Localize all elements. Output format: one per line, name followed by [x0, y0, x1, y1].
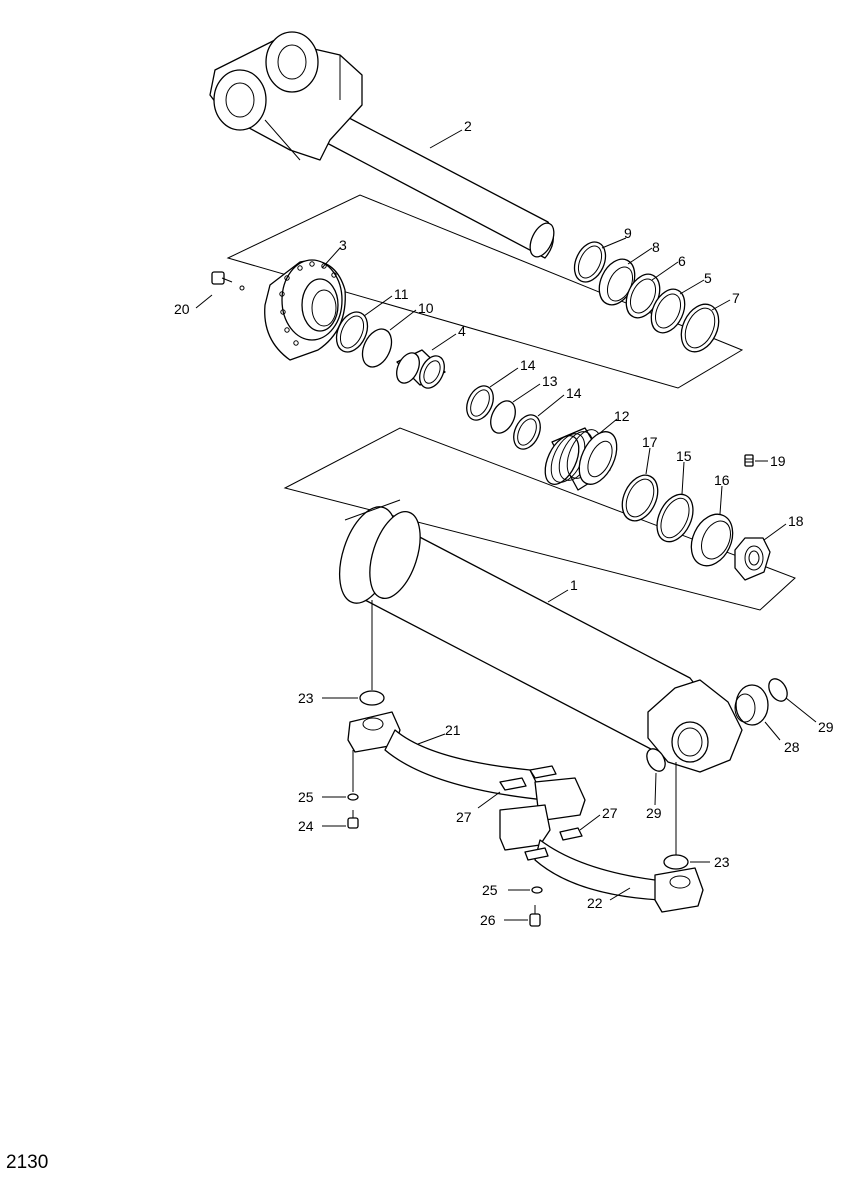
seal-part-29-left — [646, 748, 666, 772]
grease-fitting-part — [211, 271, 245, 291]
ring-part-15 — [656, 493, 694, 543]
callout-13: 13 — [542, 373, 558, 389]
cylinder-tube-part — [338, 499, 743, 773]
ring-part-7 — [680, 303, 720, 353]
callout-24: 24 — [298, 818, 314, 834]
callout-10: 10 — [418, 300, 434, 316]
ring-part-16 — [690, 513, 734, 567]
callout-6: 6 — [678, 253, 686, 269]
piston-assembly-plane — [283, 427, 796, 611]
o-ring-part-23-left — [359, 690, 385, 706]
callout-7: 7 — [732, 290, 740, 306]
piston-part-12 — [544, 427, 618, 491]
ring-part-11 — [335, 311, 369, 353]
callout-17: 17 — [642, 434, 658, 450]
callout-21: 21 — [445, 722, 461, 738]
callout-19: 19 — [770, 453, 786, 469]
page-number: 2130 — [6, 1152, 49, 1173]
leader-lines — [195, 129, 817, 921]
callout-29-a: 29 — [818, 719, 834, 735]
seal-part-29-right — [768, 678, 788, 702]
callout-18: 18 — [788, 513, 804, 529]
bushing-part-28 — [734, 684, 769, 726]
callout-29-b: 29 — [646, 805, 662, 821]
callout-23-b: 23 — [714, 854, 730, 870]
washer-part-25-a — [347, 793, 359, 801]
o-ring-part-13 — [490, 400, 516, 434]
bolt-part-26 — [529, 905, 541, 927]
bushing-part-4 — [396, 349, 446, 389]
ring-part-6 — [625, 273, 661, 319]
callout-12: 12 — [614, 408, 630, 424]
callout-20: 20 — [174, 301, 190, 317]
ring-part-14-a — [466, 385, 494, 421]
callout-27-a: 27 — [456, 809, 472, 825]
callout-22: 22 — [587, 895, 603, 911]
rod-cover-part — [264, 259, 346, 361]
bolt-part-24 — [347, 810, 359, 829]
callout-27-b: 27 — [602, 805, 618, 821]
callout-11: 11 — [394, 286, 409, 302]
callout-5: 5 — [704, 270, 712, 286]
callout-9: 9 — [624, 225, 632, 241]
o-ring-part-10 — [361, 328, 393, 368]
callout-23-a: 23 — [298, 690, 314, 706]
washer-part-25-b — [531, 886, 543, 894]
callout-14-b: 14 — [566, 385, 582, 401]
pipe-part-22 — [499, 804, 704, 913]
callout-25-b: 25 — [482, 882, 498, 898]
piston-rod-part — [209, 31, 555, 259]
callout-labels: 2 3 20 9 8 6 5 7 11 10 4 14 13 14 12 17 … — [174, 118, 834, 928]
callout-1: 1 — [570, 577, 578, 593]
pipe-part-21 — [347, 711, 586, 821]
set-screw-part-19 — [744, 454, 754, 467]
callout-15: 15 — [676, 448, 692, 464]
callout-3: 3 — [339, 237, 347, 253]
callout-4: 4 — [458, 323, 466, 339]
callout-26: 26 — [480, 912, 496, 928]
ring-part-5 — [650, 288, 686, 334]
callout-28: 28 — [784, 739, 800, 755]
callout-8: 8 — [652, 239, 660, 255]
nut-part-18 — [734, 537, 771, 581]
ring-part-9 — [573, 241, 607, 283]
callout-2: 2 — [464, 118, 472, 134]
ring-part-17 — [621, 474, 659, 522]
o-ring-part-23-right — [663, 854, 689, 870]
rod-assembly-plane — [226, 194, 744, 389]
callout-16: 16 — [714, 472, 730, 488]
ring-part-14-b — [513, 414, 541, 450]
callout-14-a: 14 — [520, 357, 536, 373]
callout-25-a: 25 — [298, 789, 314, 805]
